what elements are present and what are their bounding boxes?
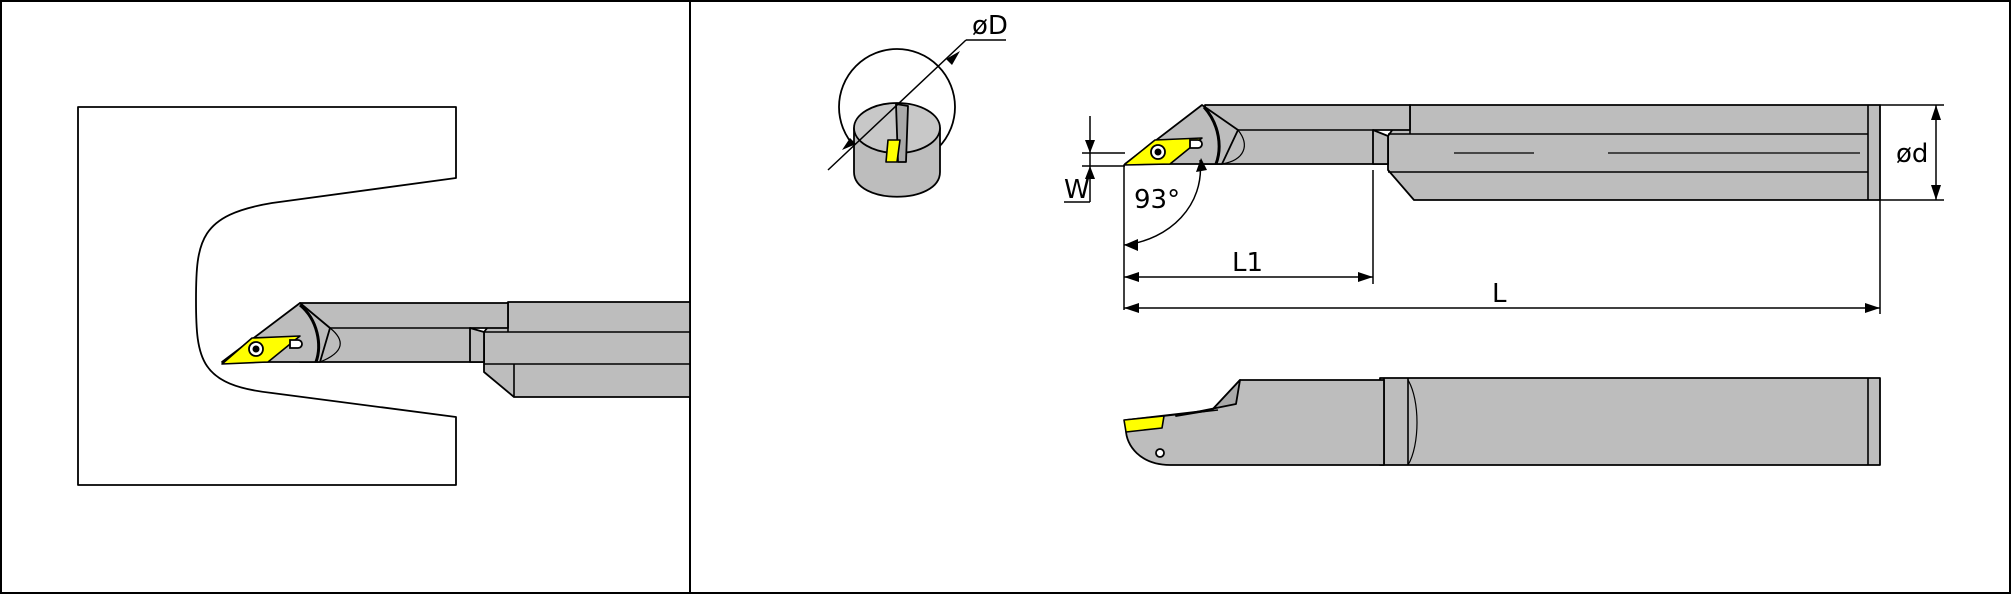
tool-shank-section [483, 301, 691, 398]
insert-side-view [1123, 415, 1165, 433]
overall-length-label: L [1492, 279, 1507, 309]
end-view: øD [827, 11, 1008, 198]
width-label: W [1064, 175, 1090, 205]
workpiece-section-view [77, 106, 457, 486]
side-view [1123, 377, 1881, 466]
bore-diameter-label: øD [972, 11, 1008, 41]
angle-label: 93° [1134, 185, 1180, 215]
tool-in-bore [221, 301, 691, 398]
head-length-label: L1 [1232, 248, 1263, 278]
end-view-insert [885, 139, 901, 163]
shank-diameter-label: ød [1896, 139, 1928, 169]
shank-side-view [1379, 377, 1881, 466]
top-view: ød W 93° L1 L [1064, 104, 1944, 314]
workpiece-outline [77, 106, 457, 486]
